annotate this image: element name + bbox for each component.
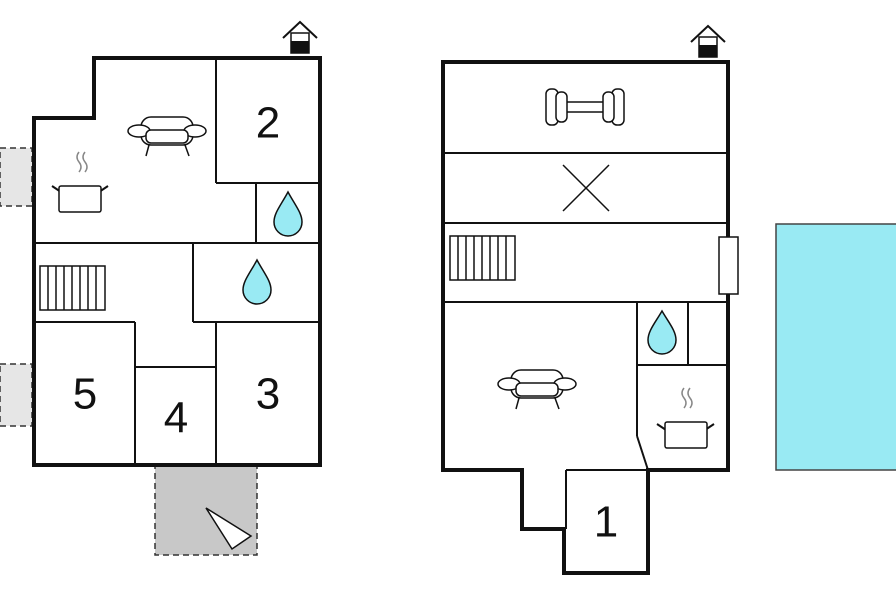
room-2-label: 2 (256, 99, 280, 148)
window-bay-lower (0, 363, 33, 427)
compass-pointer (205, 507, 253, 551)
balcony-door (718, 236, 739, 295)
gym-dumbbell-icon (545, 88, 625, 126)
left-floor-outline (32, 56, 322, 467)
entrance-icon (282, 20, 318, 54)
right-floor: 1 (441, 24, 739, 575)
stairs-icon (39, 265, 106, 311)
room-4-label: 4 (164, 394, 188, 443)
sofa-icon (127, 116, 207, 157)
stairs-icon (449, 235, 516, 281)
bathroom-icon (242, 258, 272, 305)
room-3-label: 3 (256, 370, 280, 419)
right-floor-outline (441, 60, 730, 575)
room-1-label: 1 (594, 498, 618, 547)
room-5-label: 5 (73, 370, 97, 419)
kitchen-icon (656, 387, 715, 449)
bathroom-icon (647, 309, 677, 355)
sofa-icon (497, 369, 577, 410)
window-bay-upper (0, 147, 33, 207)
void-cross-icon (562, 164, 610, 212)
kitchen-icon (51, 151, 109, 213)
bathroom-icon (273, 190, 303, 237)
left-floor: 2 5 4 3 (0, 20, 322, 556)
pool (775, 223, 896, 471)
entrance-icon (690, 24, 726, 58)
